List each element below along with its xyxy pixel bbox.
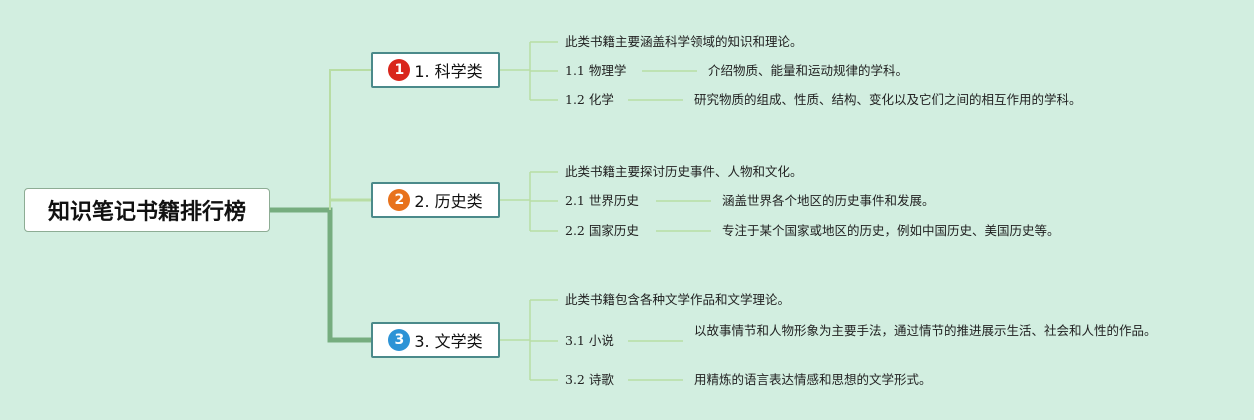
branch-node-history[interactable]: 2 2. 历史类 (371, 182, 500, 218)
branch-2-description: 此类书籍主要探讨历史事件、人物和文化。 (565, 164, 803, 179)
badge-1: 1 (388, 59, 411, 81)
badge-3: 3 (388, 329, 411, 351)
branch-1-description: 此类书籍主要涵盖科学领域的知识和理论。 (565, 34, 803, 49)
branch-node-science[interactable]: 1 1. 科学类 (371, 52, 500, 88)
sub-detail-3-1: 以故事情节和人物形象为主要手法，通过情节的推进展示生活、社会和人性的作品。 (694, 323, 1157, 338)
branch-1-connector (500, 41, 558, 101)
branch-label: 3. 文学类 (414, 332, 483, 351)
sub-node-3-2[interactable]: 3.2 诗歌 (565, 372, 614, 387)
sub-detail-1-1: 介绍物质、能量和运动规律的学科。 (708, 63, 909, 78)
branch-node-literature[interactable]: 3 3. 文学类 (371, 322, 500, 358)
trunk-line (270, 207, 371, 343)
branch-3-connector (500, 299, 558, 381)
root-node[interactable]: 知识笔记书籍排行榜 (24, 188, 270, 232)
root-title: 知识笔记书籍排行榜 (47, 200, 246, 225)
branch-3-description: 此类书籍包含各种文学作品和文学理论。 (565, 292, 791, 307)
badge-2: 2 (388, 189, 411, 211)
sub-detail-3-2: 用精炼的语言表达情感和思想的文学形式。 (694, 372, 932, 387)
sub-node-1-2[interactable]: 1.2 化学 (565, 92, 614, 107)
sub-node-3-1[interactable]: 3.1 小说 (565, 333, 614, 348)
branch-label: 1. 科学类 (414, 62, 483, 81)
sub-detail-1-2: 研究物质的组成、性质、结构、变化以及它们之间的相互作用的学科。 (694, 92, 1082, 107)
sub-node-1-1[interactable]: 1.1 物理学 (565, 63, 627, 78)
sub-detail-2-2: 专注于某个国家或地区的历史，例如中国历史、美国历史等。 (722, 223, 1060, 238)
sub-detail-2-1: 涵盖世界各个地区的历史事件和发展。 (722, 193, 935, 208)
sub-node-2-1[interactable]: 2.1 世界历史 (565, 193, 639, 208)
trunk-line-top (329, 69, 371, 210)
branch-label: 2. 历史类 (414, 192, 483, 211)
sub-node-2-2[interactable]: 2.2 国家历史 (565, 223, 639, 238)
branch-2-connector (500, 171, 558, 232)
